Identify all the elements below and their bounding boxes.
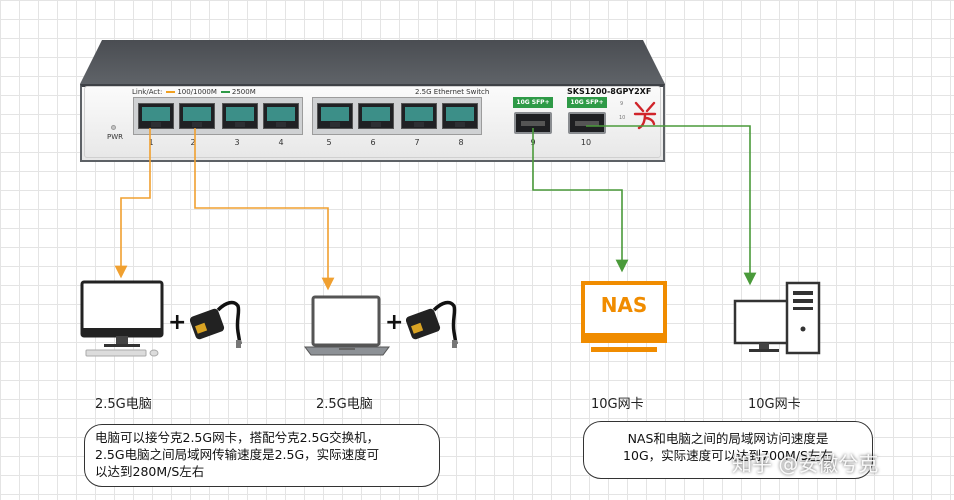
fiber-line-port9 [532,128,629,273]
device-label-tower: 10G网卡 [748,397,801,412]
switch-top-panel [80,40,665,84]
switch-model-label: SKS1200-8GPY2XF [567,87,652,96]
rj45-port-3 [222,103,258,129]
copper-line-port1 [114,128,151,279]
note-line: NAS和电脑之间的局域网访问速度是 [627,431,829,446]
sfp-port-10 [568,112,606,134]
sfp-led-label: 9 [620,101,624,107]
rj45-port-2 [179,103,215,129]
note-line: 2.5G电脑之间局域网传输速度是2.5G，实际速度可 [95,447,380,462]
rj45-port-7 [401,103,437,129]
copper-line-port2 [194,128,335,291]
port-number: 4 [278,138,284,147]
rj45-port-8 [442,103,478,129]
led-legend-swatch [166,90,176,93]
note-line: 10G，实际速度可以达到700M/S左右 [623,448,833,463]
note-right: NAS和电脑之间的局域网访问速度是 10G，实际速度可以达到700M/S左右 [583,421,873,479]
laptop-icon [304,295,390,356]
rj45-port-6 [358,103,394,129]
rj45-port-4 [263,103,299,129]
plus-sign: + [385,310,404,335]
device-label-desktop: 2.5G电脑 [95,397,152,412]
ethernet-switch-label: 2.5G Ethernet Switch [415,88,490,96]
note-left: 电脑可以接兮克2.5G网卡，搭配兮克2.5G交换机， 2.5G电脑之间局域网传输… [84,424,440,487]
led-legend-swatch [220,90,230,93]
fiber-line-port10 [586,125,757,286]
port-number: 10 [580,138,592,147]
sfp-label: 10G SFP+ [567,97,607,108]
rj45-port-1 [138,103,174,129]
desktop-monitor-icon [80,280,164,357]
device-label-laptop: 2.5G电脑 [316,397,373,412]
nas-display-icon: NAS [581,281,667,354]
port-number: 7 [414,138,420,147]
note-line: 电脑可以接兮克2.5G网卡，搭配兮克2.5G交换机， [95,430,380,445]
note-line: 以达到280M/S左右 [95,464,205,479]
desktop-tower-icon [733,281,821,355]
port-number: 8 [458,138,464,147]
sfp-led-label: 10 [619,115,626,121]
pwr-label: PWR [107,133,124,141]
power-led-icon [111,125,116,130]
port-number: 2 [190,138,196,147]
sfp-label: 10G SFP+ [513,97,553,108]
device-label-nas: 10G网卡 [591,397,644,412]
port-number: 1 [148,138,154,147]
nas-badge: NAS [600,293,648,317]
watermark-text: 知乎 @安徽兮克 [732,452,879,476]
plus-sign: + [168,310,187,335]
port-number: 3 [234,138,240,147]
port-number: 6 [370,138,376,147]
port-group-5-8 [312,97,482,135]
brand-logo-icon [633,101,657,130]
port-group-1-4 [133,97,303,135]
rj45-port-5 [317,103,353,129]
port-number: 5 [326,138,332,147]
usb-adapter-icon [406,300,458,348]
usb-adapter-icon [190,300,242,348]
